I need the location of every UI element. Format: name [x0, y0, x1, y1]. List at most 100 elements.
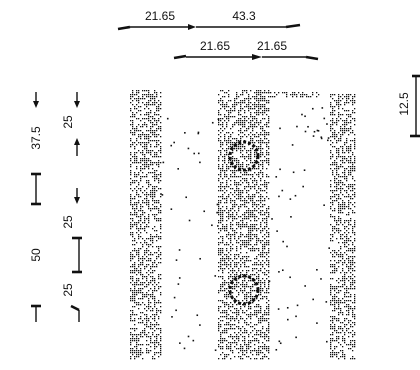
stipple-dot [336, 168, 338, 170]
stipple-dot [230, 324, 232, 326]
stipple-dot [224, 202, 226, 204]
stipple-dot [238, 262, 240, 264]
stipple-dot [222, 310, 224, 312]
stipple-dot [244, 264, 246, 266]
stipple-dot [268, 326, 270, 328]
stipple-dot [332, 162, 334, 164]
stipple-dot [268, 162, 270, 164]
stipple-dot [254, 258, 256, 260]
stipple-dot [150, 192, 152, 194]
stipple-dot [220, 336, 222, 338]
stipple-dot [148, 168, 150, 170]
stipple-dot [262, 230, 264, 232]
stipple-dot [218, 180, 220, 182]
stipple-dot [256, 248, 258, 250]
stipple-dot [256, 234, 258, 236]
stipple-dot [334, 348, 336, 350]
stipple-dot [236, 262, 238, 264]
stipple-dot [352, 212, 354, 214]
stipple-dot [230, 302, 232, 304]
stipple-dot [260, 170, 262, 172]
stipple-dot [152, 228, 154, 230]
stipple-dot [136, 174, 138, 176]
stipple-dot [268, 240, 270, 242]
stipple-dot [130, 344, 132, 346]
stipple-dot [346, 180, 348, 182]
stipple-dot [260, 286, 262, 288]
stipple-dot [160, 252, 162, 254]
stipple-dot [132, 250, 134, 252]
stipple-dot [246, 192, 248, 194]
stipple-dot [344, 174, 346, 176]
stipple-dot [150, 196, 152, 198]
stipple-dot [262, 200, 264, 202]
stipple-dot [220, 286, 222, 288]
stipple-dot [246, 234, 248, 236]
stipple-dot [244, 288, 246, 290]
stipple-dot [228, 238, 230, 240]
stipple-dot [236, 258, 238, 260]
stipple-dot [312, 94, 314, 96]
stipple-dot [264, 318, 266, 320]
stipple-dot [332, 326, 334, 328]
stipple-dot [275, 348, 278, 351]
stipple-dot [338, 352, 340, 354]
stipple-dot [146, 292, 148, 294]
stipple-dot [220, 150, 222, 152]
stipple-dot [224, 198, 226, 200]
stipple-dot [140, 284, 142, 286]
stipple-dot [142, 358, 144, 360]
stipple-dot [230, 326, 232, 328]
stipple-dot [254, 248, 256, 250]
stipple-dot [340, 302, 342, 304]
stipple-dot [342, 166, 344, 168]
stipple-dot [258, 274, 260, 276]
stipple-dot [134, 180, 136, 182]
stipple-dot [130, 318, 132, 320]
stipple-dot [226, 314, 228, 316]
stipple-dot [232, 306, 234, 308]
stipple-dot [342, 346, 344, 348]
stipple-dot [136, 94, 138, 96]
stipple-dot [244, 106, 246, 108]
stipple-dot [248, 336, 250, 338]
stipple-dot [236, 160, 238, 162]
stipple-dot [268, 270, 270, 272]
stipple-dot [330, 216, 332, 218]
stipple-dot [256, 262, 258, 264]
stipple-dot [230, 274, 232, 276]
stipple-dot [144, 266, 146, 268]
stipple-dot [292, 94, 294, 96]
stipple-dot [301, 113, 303, 116]
stipple-dot [256, 146, 258, 148]
dim-label-left-inner-c: 25 [61, 283, 75, 297]
stipple-dot [346, 150, 348, 152]
stipple-dot [284, 92, 286, 94]
stipple-dot [152, 284, 154, 286]
stipple-dot [144, 90, 146, 92]
stipple-dot [158, 282, 160, 284]
stipple-dot [134, 132, 136, 134]
stipple-dot [220, 252, 222, 254]
stipple-dot [246, 286, 248, 288]
stipple-dot [234, 206, 236, 208]
stipple-dot [260, 108, 262, 110]
stipple-dot [352, 250, 354, 252]
stipple-dot [354, 270, 356, 272]
stipple-dot [224, 280, 226, 282]
stipple-dot [160, 350, 162, 352]
stipple-dot [152, 102, 154, 104]
stipple-dot [158, 144, 160, 146]
stipple-dot [134, 148, 136, 150]
stipple-dot [350, 284, 352, 286]
stipple-dot [296, 96, 298, 98]
stipple-dot [146, 306, 148, 308]
stipple-dot [156, 310, 158, 312]
stipple-dot [336, 354, 338, 356]
stipple-dot [132, 352, 134, 354]
stipple-dot [220, 144, 222, 146]
stipple-dot [266, 146, 268, 148]
stipple-dot [130, 228, 132, 230]
bolt-hole-upper [228, 140, 260, 172]
stipple-dot [250, 288, 252, 290]
